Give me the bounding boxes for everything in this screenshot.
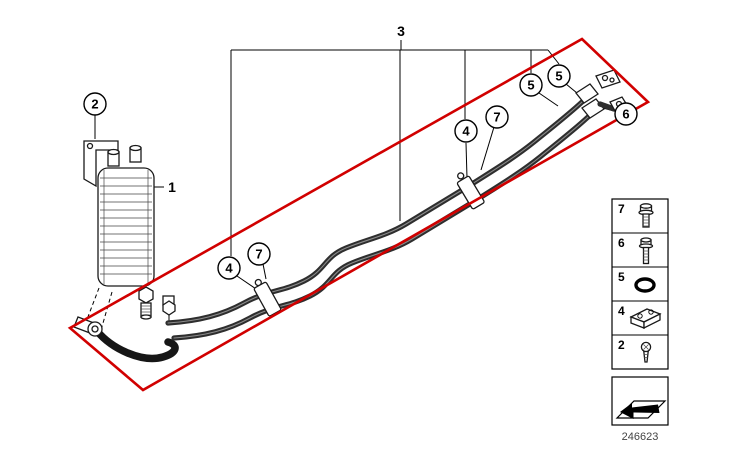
leader-line xyxy=(538,92,559,107)
callout-7-lower[interactable]: 7 xyxy=(247,242,271,266)
legend-row-label: 5 xyxy=(618,270,625,284)
pipe-clamp-icon xyxy=(629,308,662,330)
callout-circle xyxy=(217,256,241,280)
callout-circle xyxy=(547,64,571,88)
cooler-bracket xyxy=(83,140,119,188)
callout-5-left[interactable]: 5 xyxy=(519,73,543,97)
bracket-bolt-hole xyxy=(86,142,94,150)
callout-3[interactable]: 3 xyxy=(397,23,405,39)
legend-row-label: 6 xyxy=(618,236,625,250)
legend-row-label: 2 xyxy=(618,338,625,352)
legend-row-4[interactable]: 4 xyxy=(618,304,662,330)
quick-connect-fitting xyxy=(575,83,599,104)
hose xyxy=(93,327,179,363)
callout-circle xyxy=(519,73,543,97)
fitting-stub-pipe xyxy=(597,101,617,112)
fitting-hex xyxy=(162,300,176,316)
legend-row-7[interactable]: 7 xyxy=(618,202,654,228)
callout-label: 4 xyxy=(225,261,233,276)
leader-lines xyxy=(94,40,615,292)
leader-line xyxy=(547,49,560,65)
callout-circle xyxy=(83,92,107,116)
callout-circle xyxy=(454,119,478,143)
leader-line xyxy=(480,126,495,171)
return-hose-assembly xyxy=(73,316,179,363)
legend-row-6[interactable]: 6 xyxy=(618,236,654,265)
stub-tip xyxy=(140,314,152,320)
part-number: 246623 xyxy=(622,431,659,443)
callout-label: 7 xyxy=(255,247,262,262)
legend-row-label: 7 xyxy=(618,202,625,216)
leader-line xyxy=(565,83,578,94)
callout-1[interactable]: 1 xyxy=(168,179,176,195)
callout-label: 5 xyxy=(527,78,534,93)
callout-4-upper[interactable]: 4 xyxy=(454,119,478,143)
o-ring-icon xyxy=(634,277,656,293)
callout-circle xyxy=(247,242,271,266)
bracket-bolt xyxy=(601,74,609,82)
legend-row-2[interactable]: 2 xyxy=(618,338,652,363)
cooler-drain-hex xyxy=(138,286,154,304)
leader-line xyxy=(465,142,468,179)
legend-row-label: 4 xyxy=(618,304,625,318)
cooler-port-cap xyxy=(129,144,142,152)
legend-border xyxy=(611,198,669,370)
callout-circle xyxy=(614,102,638,126)
cooler-port-cap xyxy=(107,148,120,156)
callout-label: 6 xyxy=(622,107,629,122)
cooler-plate-fins xyxy=(100,170,152,284)
legend-row-5[interactable]: 5 xyxy=(618,270,656,293)
callout-7-upper[interactable]: 7 xyxy=(485,105,509,129)
callout-label: 7 xyxy=(493,110,500,125)
highlight-frame xyxy=(67,37,651,392)
cooler-pipe-fitting xyxy=(162,295,176,322)
screw-icon xyxy=(640,341,652,363)
callout-label: 2 xyxy=(91,97,98,112)
pipe-rear xyxy=(165,99,585,326)
callout-4-lower[interactable]: 4 xyxy=(217,256,241,280)
legend-footer xyxy=(611,376,669,426)
callout-label: 5 xyxy=(555,69,562,84)
oil-cooler-heat-exchanger xyxy=(83,140,155,331)
callout-2[interactable]: 2 xyxy=(83,92,107,116)
clamp-screw xyxy=(457,172,465,180)
direction-arrow-icon xyxy=(615,400,667,419)
callout-label: 4 xyxy=(462,124,470,139)
bracket-bolt xyxy=(609,77,615,83)
flange-screw-icon xyxy=(638,203,654,228)
callout-5-right[interactable]: 5 xyxy=(547,64,571,88)
cooler-body xyxy=(97,167,155,287)
legend-panel: 7 6 5 xyxy=(611,198,669,370)
flange-bolt-icon xyxy=(638,237,654,265)
callout-circle xyxy=(485,105,509,129)
leader-line xyxy=(262,263,267,280)
callout-6[interactable]: 6 xyxy=(614,102,638,126)
pipe-bracket xyxy=(595,69,621,89)
banjo-fitting-bolt xyxy=(91,325,99,333)
pipe-rear-highlight xyxy=(167,101,583,324)
quick-connect-fittings xyxy=(575,69,628,119)
